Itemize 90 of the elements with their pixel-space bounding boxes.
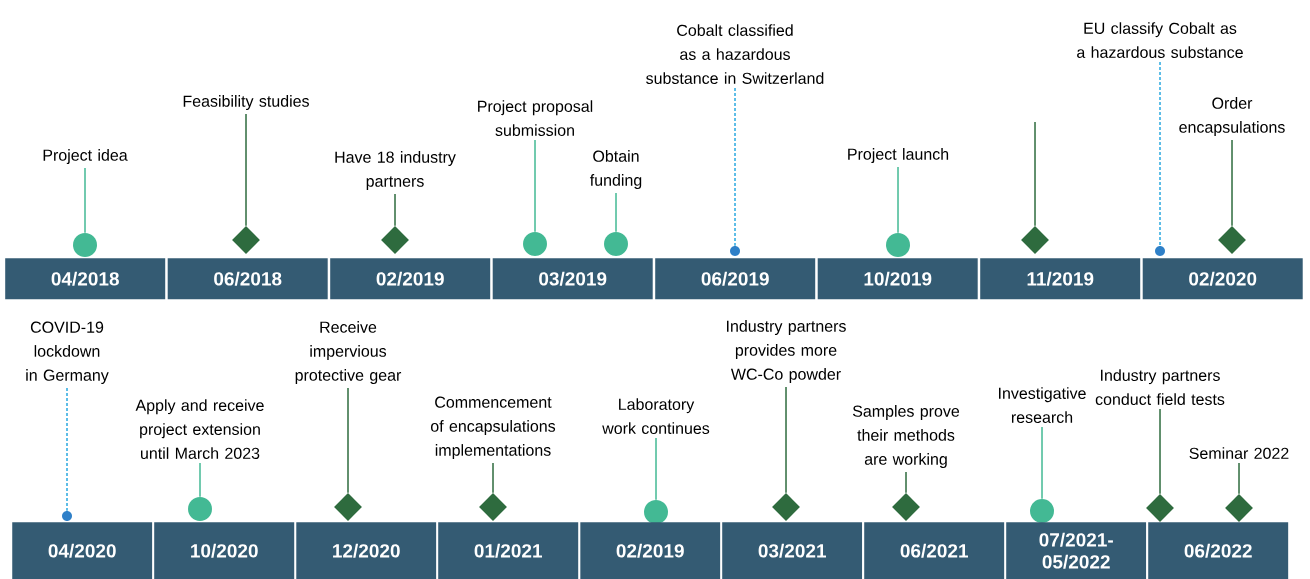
stem-line: [655, 437, 657, 501]
circle-marker: [644, 500, 668, 524]
event-label: Project launch: [848, 148, 949, 163]
event-label: Laboratory work continues: [602, 398, 710, 434]
stem-line: [199, 462, 201, 498]
stem-line: [394, 193, 396, 227]
stem-line: [897, 166, 899, 234]
event-label: Have 18 industry partners: [335, 151, 456, 190]
event-label: Project idea: [43, 149, 128, 164]
event-label: Investigative research: [999, 387, 1086, 423]
event-label: Order encapsulations: [1179, 97, 1285, 136]
event-label: Obtain funding: [590, 150, 642, 189]
circle-marker: [1030, 499, 1054, 523]
stem-line: [1238, 462, 1240, 495]
diamond-marker: [381, 226, 409, 254]
node-label: 02/2020: [1189, 271, 1257, 286]
event-label: Industry partners conduct field tests: [1095, 369, 1225, 405]
stem-line: [1034, 121, 1036, 227]
stem-line: [245, 113, 247, 227]
node-label: 10/2020: [191, 543, 258, 558]
event-label: EU classify Cobalt as a hazardous substance: [1077, 22, 1243, 58]
diamond-marker: [334, 493, 362, 521]
stem-line: [785, 386, 787, 494]
date-box: 02/2019: [330, 258, 491, 300]
stem-line: [66, 387, 68, 512]
date-box: 12/2020: [296, 522, 437, 579]
node-label: 06/2021: [900, 543, 969, 558]
event-label: Industry partners provides more WC-Co powder: [727, 320, 846, 383]
diamond-marker: [1146, 494, 1174, 522]
node-label: 06/2022: [1184, 543, 1252, 558]
stem-line: [84, 167, 86, 234]
event-label: Receive impervious protective gear: [295, 321, 402, 384]
stem-line: [1159, 408, 1161, 495]
stem-line: [905, 471, 907, 494]
stem-line: [534, 139, 536, 233]
diamond-marker: [1021, 226, 1049, 254]
stem-line: [615, 192, 617, 233]
date-box: 07/2021-05/2022: [1006, 522, 1147, 579]
circle-marker: [73, 233, 97, 257]
event-label: Samples prove their methods are working: [852, 405, 960, 468]
node-label: 11/2019: [1027, 271, 1094, 286]
node-label: 03/2021: [758, 543, 827, 558]
event-label: Apply and receive project extension until March 2023: [135, 399, 264, 459]
date-box: 03/2019: [492, 258, 653, 300]
event-label: Feasibility studies: [183, 95, 309, 110]
diamond-marker: [1225, 494, 1253, 522]
node-label: 01/2021: [474, 543, 542, 558]
node-label: 02/2019: [376, 271, 444, 286]
date-box: 02/2020: [1142, 258, 1303, 300]
circle-marker: [886, 233, 910, 257]
diamond-marker: [772, 493, 800, 521]
stem-line: [1041, 426, 1043, 500]
date-box: 06/2022: [1148, 522, 1289, 579]
diamond-marker: [479, 493, 507, 521]
date-box: 10/2020: [154, 522, 295, 579]
date-box: 06/2019: [655, 258, 816, 300]
event-label: Seminar 2022: [1189, 447, 1289, 459]
diamond-marker: [1218, 226, 1246, 254]
event-label: COVID-19 lockdown in Germany: [26, 321, 109, 384]
node-label: 10/2019: [864, 271, 932, 286]
node-label: 03/2019: [539, 271, 607, 286]
stem-line: [734, 87, 736, 247]
diamond-marker: [892, 493, 920, 521]
event-label: Cobalt classified as a hazardous substance in Switzerland: [646, 24, 824, 84]
node-label: 12/2020: [333, 543, 400, 558]
circle-marker: [523, 232, 547, 256]
node-label: 07/2021-05/2022: [1039, 532, 1113, 569]
stem-line: [492, 462, 494, 494]
node-label: 02/2019: [616, 543, 684, 558]
stem-line: [1231, 139, 1233, 227]
date-box: 02/2019: [580, 522, 721, 579]
circle-marker: [604, 232, 628, 256]
event-label: Commencement of encapsulations implementations: [430, 396, 556, 459]
stem-line: [347, 387, 349, 494]
circle-marker: [188, 497, 212, 521]
node-label: 04/2020: [48, 543, 116, 558]
stem-line: [1159, 61, 1161, 247]
date-box: 01/2021: [438, 522, 579, 579]
date-box: 06/2021: [864, 522, 1005, 579]
date-box: 11/2019: [980, 258, 1141, 300]
node-label: 06/2018: [214, 271, 282, 286]
event-label: Project proposal submission: [478, 100, 593, 136]
diamond-marker: [232, 226, 260, 254]
node-label: 06/2019: [701, 271, 769, 286]
date-box: 10/2019: [817, 258, 978, 300]
node-label: 04/2018: [51, 271, 119, 286]
date-box: 04/2020: [12, 522, 153, 579]
date-box: 06/2018: [167, 258, 328, 300]
date-box: 03/2021: [722, 522, 863, 579]
date-box: 04/2018: [5, 258, 166, 300]
